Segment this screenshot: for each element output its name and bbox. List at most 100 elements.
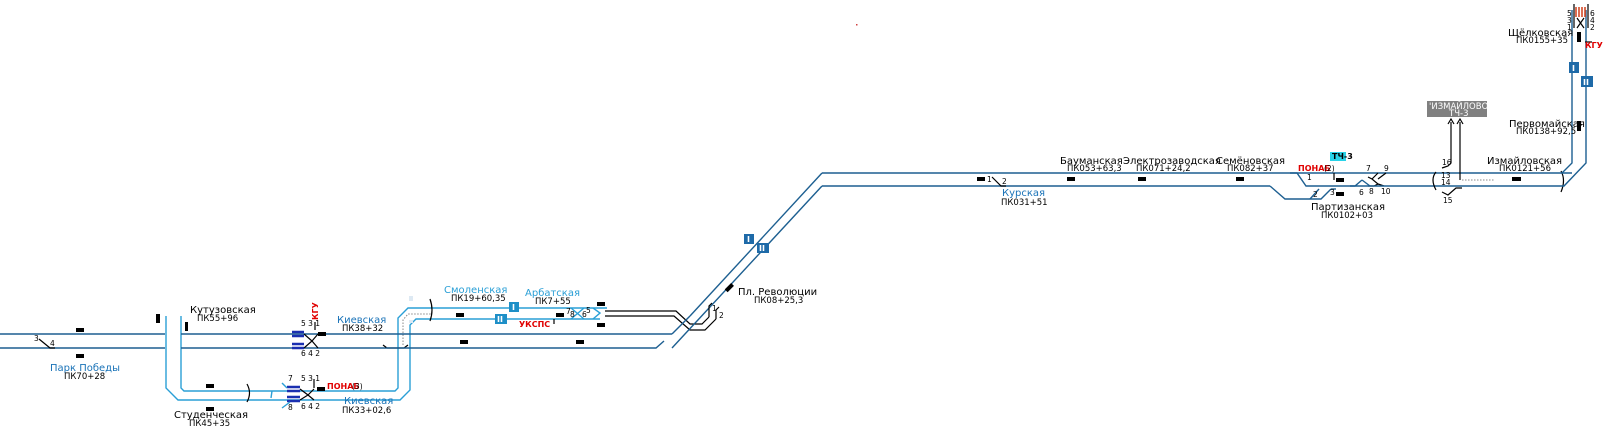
station-pk: ПК0155+35 — [1516, 36, 1568, 46]
park-pobedy-section: 3 4 Парк Победы ПК70+28 — [0, 314, 165, 382]
switch-num: 7 — [566, 307, 571, 316]
switch-num: 6 — [1359, 188, 1364, 197]
station-name[interactable]: Бауманская — [1060, 156, 1123, 167]
kievskaya-upper-section: 5 3 1 6 4 2 КГУ Киевская ПК38+32 — [292, 302, 386, 358]
switch-num: 5 3 1 — [301, 374, 320, 383]
dead-end-icon — [287, 385, 300, 393]
switch-arbatskaya[interactable] — [592, 307, 602, 320]
switch-1[interactable] — [708, 302, 713, 317]
dead-end-icon — [287, 395, 300, 403]
insulating-joint — [246, 383, 251, 403]
marker — [409, 296, 413, 301]
station-name[interactable]: Семёновская — [1216, 156, 1285, 167]
switch-num: 1 — [1307, 173, 1312, 182]
switch-num: 6 4 2 — [301, 402, 320, 411]
ukspc-alert[interactable]: УКСПС — [519, 320, 550, 329]
signal-icon — [456, 313, 464, 317]
station-name[interactable]: Щёлковская — [1508, 28, 1573, 39]
dead-end-icon — [292, 342, 304, 350]
scissor-crossover[interactable] — [303, 333, 319, 349]
switch-num: 6 — [582, 310, 587, 319]
kievskaya-lower-section: 7 8 5 3 1 6 4 2 ПОНАБ (3) Киевская ПК33+… — [270, 374, 393, 416]
switch-7[interactable] — [281, 382, 288, 389]
station-name[interactable]: Курская — [1002, 188, 1045, 199]
track-1-diagonal[interactable] — [689, 172, 823, 317]
switch-num: 5 — [586, 306, 591, 315]
crossover-7-10[interactable] — [1367, 172, 1387, 187]
insulating-joint — [1432, 171, 1437, 191]
switch-6[interactable] — [1350, 179, 1363, 187]
track-2-label: II — [1583, 78, 1589, 87]
signal-icon — [724, 283, 734, 293]
signal-icon — [1236, 177, 1244, 181]
signal-icon — [1138, 177, 1146, 181]
station-name[interactable]: Кутузовская — [190, 305, 256, 316]
switch-2-3[interactable] — [1309, 188, 1320, 200]
dead-end-icon — [1581, 7, 1586, 17]
station-name[interactable]: Первомайская — [1509, 119, 1585, 130]
track-1-segment[interactable] — [671, 315, 691, 335]
track-2-diagonal[interactable] — [671, 185, 823, 349]
track-1-segment[interactable] — [397, 307, 607, 348]
kgu-alert[interactable]: КГУ — [311, 302, 320, 320]
dead-end-icon — [1575, 7, 1580, 17]
switch-num: 8 — [570, 310, 575, 319]
signal-icon — [1577, 121, 1581, 131]
station-name[interactable]: Смоленская — [444, 285, 507, 296]
switch-3-4[interactable] — [38, 338, 55, 349]
signal-icon — [76, 328, 84, 332]
signal-icon — [206, 407, 214, 411]
switch-1[interactable] — [1290, 172, 1350, 187]
switch-num: 6 4 2 — [301, 349, 320, 358]
black-track-1[interactable] — [605, 310, 710, 325]
ponab-alert[interactable]: ПОНАБ — [327, 382, 359, 391]
ponab-alert[interactable]: ПОНАБ — [1298, 164, 1330, 173]
switch-num: 9 — [1384, 164, 1389, 173]
depot-track-16[interactable] — [1441, 187, 1462, 196]
switch-num: 1 — [712, 304, 717, 313]
station-name[interactable]: Киевская — [337, 315, 386, 326]
switch-2[interactable] — [715, 306, 720, 319]
kgu-alert[interactable]: КГУ — [1585, 41, 1603, 50]
switch-num: 15 — [1443, 196, 1453, 205]
station-name[interactable]: Измайловская — [1487, 156, 1562, 167]
station-pk: ПК7+55 — [535, 297, 571, 307]
depot-track-15[interactable] — [1441, 122, 1452, 169]
switch-num: 4 — [50, 339, 55, 348]
switch-num: 13 — [1441, 171, 1451, 180]
scissor-crossover[interactable] — [1573, 4, 1589, 29]
track-2-segment[interactable] — [386, 340, 665, 349]
track-1-label: I — [1572, 64, 1575, 73]
switch-num: 8 — [288, 403, 293, 412]
station-name[interactable]: Парк Победы — [50, 363, 120, 374]
tch-badge[interactable] — [1330, 152, 1346, 161]
crossover-arbatskaya[interactable] — [570, 307, 585, 320]
station-name[interactable]: Электрозаводская — [1123, 156, 1221, 167]
signal-icon — [556, 313, 564, 317]
switch-num: 3 — [1330, 188, 1335, 197]
track-1-label: I — [512, 303, 515, 312]
scissor-crossover[interactable] — [299, 388, 315, 401]
station-name[interactable]: Пл. Революции — [738, 287, 817, 298]
track-1-label: I — [747, 235, 750, 244]
station-name[interactable]: Арбатская — [525, 288, 580, 299]
station-name[interactable]: Партизанская — [1311, 202, 1385, 213]
marker — [409, 320, 413, 323]
station-pk: ПК45+35 — [189, 419, 230, 427]
station-name[interactable]: Киевская — [344, 396, 393, 407]
signal-icon — [1336, 192, 1344, 196]
station-name[interactable]: Студенческая — [174, 410, 248, 421]
pl-revolyutsii-section: 1 2 Пл. Революции ПК08+25,3 I II — [671, 172, 823, 349]
track-link — [1361, 179, 1371, 187]
switch-kurskaya[interactable] — [991, 176, 1006, 187]
depot-code: ТЧ-3 — [1448, 109, 1469, 119]
izmaylovskaya-section: 16 13 14 15 'ИЗМАЙЛОВО' ТЧ-3 Измайловска… — [1400, 100, 1565, 205]
switch-num: 6 — [1590, 9, 1595, 18]
depot-box[interactable] — [1427, 101, 1487, 117]
switch-8[interactable] — [281, 401, 291, 409]
station-pk: ПК38+32 — [342, 324, 383, 334]
station-pk: ПК071+24,2 — [1136, 164, 1191, 174]
track-1-vertical[interactable] — [1561, 10, 1573, 174]
black-track-2[interactable] — [605, 315, 717, 331]
partizanskaya-third-track[interactable] — [1269, 185, 1332, 200]
